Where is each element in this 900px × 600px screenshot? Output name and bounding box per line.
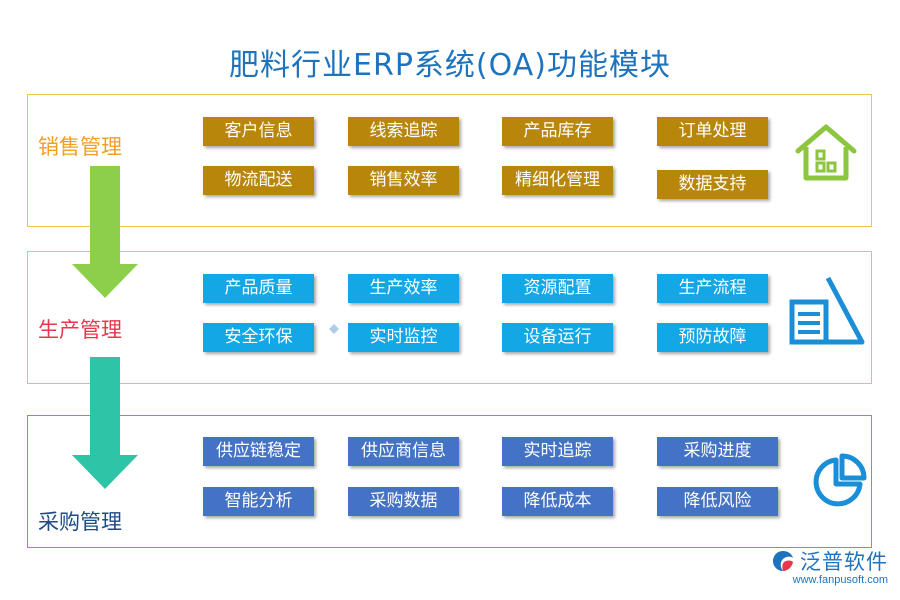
module-box: 订单处理: [657, 117, 768, 146]
module-box: 精细化管理: [502, 166, 613, 195]
section-label-purchase: 采购管理: [38, 510, 122, 534]
module-box: 生产流程: [657, 274, 768, 303]
module-box: 线索追踪: [348, 117, 459, 146]
panel-production: 生产管理 产品质量 生产效率 资源配置 生产流程 安全环保 实时监控 设备运行 …: [27, 251, 872, 384]
module-box: 数据支持: [657, 170, 768, 199]
brand-name: 泛普软件: [800, 550, 888, 574]
module-box: 采购进度: [657, 437, 778, 466]
section-label-sales: 销售管理: [38, 135, 122, 159]
module-box: 资源配置: [502, 274, 613, 303]
flow-arrow-sales-to-production: [72, 166, 138, 298]
panel-sales: 销售管理 客户信息 线索追踪 产品库存 订单处理 物流配送 销售效率 精细化管理…: [27, 94, 872, 227]
module-box: 销售效率: [348, 166, 459, 195]
brand-logo-icon: [773, 551, 793, 571]
module-box: 产品质量: [203, 274, 314, 303]
module-box: 客户信息: [203, 117, 314, 146]
module-box: 设备运行: [502, 323, 613, 352]
module-box: 生产效率: [348, 274, 459, 303]
module-box: 产品库存: [502, 117, 613, 146]
house-icon: [795, 124, 857, 181]
module-box: 供应商信息: [348, 437, 459, 466]
section-label-production: 生产管理: [38, 318, 122, 342]
watermark-icon: [329, 324, 339, 334]
module-box: 实时监控: [348, 323, 459, 352]
panel-purchase: 采购管理 供应链稳定 供应商信息 实时追踪 采购进度 智能分析 采购数据 降低成…: [27, 415, 872, 548]
brand-logo: 泛普软件 www.fanpusoft.com: [770, 546, 888, 586]
flow-arrow-production-to-purchase: [72, 357, 138, 489]
module-box: 预防故障: [657, 323, 768, 352]
module-box: 实时追踪: [502, 437, 613, 466]
module-box: 安全环保: [203, 323, 314, 352]
module-box: 物流配送: [203, 166, 314, 195]
module-box: 供应链稳定: [203, 437, 314, 466]
triangle-list-icon: [789, 276, 865, 345]
module-box: 智能分析: [203, 487, 314, 516]
pie-chart-icon: [813, 453, 867, 507]
brand-url: www.fanpusoft.com: [792, 574, 888, 586]
diagram-title: 肥料行业ERP系统(OA)功能模块: [229, 48, 671, 83]
module-box: 降低风险: [657, 487, 778, 516]
module-box: 降低成本: [502, 487, 613, 516]
module-box: 采购数据: [348, 487, 459, 516]
